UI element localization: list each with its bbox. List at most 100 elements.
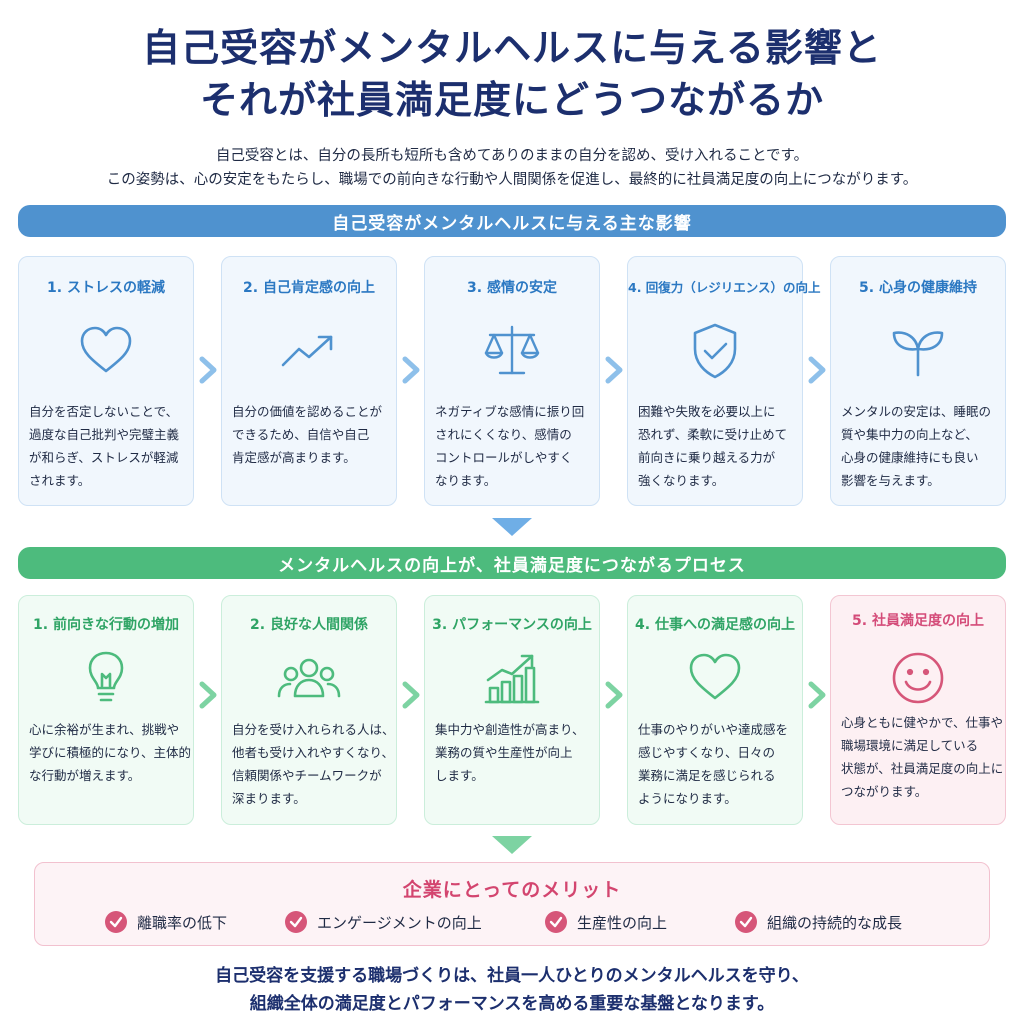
card-title: 3. 感情の安定 <box>467 280 557 296</box>
process-card-job-satisfaction: 4. 仕事への満足感の向上 仕事のやりがいや達成感を 感じやすくなり、日々の 業… <box>627 595 803 825</box>
card-description: 集中力や創造性が高まり、 業務の質や生産性が向上 します。 <box>435 718 591 787</box>
title-line-1: 自己受容がメンタルヘルスに与える影響と <box>142 26 882 70</box>
card-title: 1. 前向きな行動の増加 <box>33 617 179 633</box>
desc-line: 強くなります。 <box>638 473 725 488</box>
merit-item: エンゲージメントの向上 <box>285 909 482 935</box>
merits-heading: 企業にとってのメリット <box>402 879 622 901</box>
desc-line: 感じやすくなり、日々の <box>638 745 776 760</box>
desc-line: ようになります。 <box>638 791 737 806</box>
desc-line: 状態が、社員満足度の向上に <box>841 761 1004 776</box>
intro-line-2: この姿勢は、心の安定をもたらし、職場での前向きな行動や人間関係を促進し、最終的に… <box>106 172 918 188</box>
card-description: メンタルの安定は、睡眠の 質や集中力の向上など、 心身の健康維持にも良い 影響を… <box>841 400 997 492</box>
desc-line: 仕事のやりがいや達成感を <box>638 722 789 737</box>
card-title: 4. 回復力（レジリエンス）の向上 <box>628 280 821 295</box>
desc-line: コントロールがしやすく <box>435 450 573 465</box>
merit-label: 生産性の向上 <box>577 913 668 932</box>
scale-icon <box>484 325 540 375</box>
desc-line: 業務に満足を感じられる <box>638 768 776 783</box>
effect-card-stress: 1. ストレスの軽減 自分を否定しないことで、 過度な自己批判や完璧主義 が和ら… <box>18 256 194 506</box>
check-icon <box>545 911 567 933</box>
desc-line: 業務の質や生産性が向上 <box>435 745 573 760</box>
footer-line-1: 自己受容を支援する職場づくりは、社員一人ひとりのメンタルヘルスを守り、 <box>215 966 809 986</box>
down-arrow-icon <box>492 518 532 536</box>
desc-line: 学びに積極的になり、主体的 <box>29 745 192 760</box>
sprout-icon <box>892 331 944 377</box>
chevron-right-icon <box>605 681 623 709</box>
desc-line: 恐れず、柔軟に受け止めて <box>638 427 788 442</box>
desc-line: 集中力や創造性が高まり、 <box>435 722 585 737</box>
card-title: 2. 良好な人間関係 <box>250 617 368 633</box>
merits-box: 企業にとってのメリット 離職率の低下 エンゲージメントの向上 生産性の向上 組織… <box>34 862 990 946</box>
check-icon <box>105 911 127 933</box>
chevron-right-icon <box>808 356 826 384</box>
desc-line: 他者も受け入れやすくなり、 <box>232 745 395 760</box>
desc-line: 影響を与えます。 <box>841 473 940 488</box>
desc-line: 心身ともに健やかで、仕事や <box>841 715 1004 730</box>
heart-icon <box>80 326 132 373</box>
desc-line: 職場環境に満足している <box>841 738 979 753</box>
intro-line-1: 自己受容とは、自分の長所も短所も含めてありのままの自分を認め、受け入れることです… <box>215 148 809 164</box>
effect-card-health: 5. 心身の健康維持 メンタルの安定は、睡眠の 質や集中力の向上など、 心身の健… <box>830 256 1006 506</box>
chevron-right-icon <box>402 681 420 709</box>
card-description: 自分を否定しないことで、 過度な自己批判や完璧主義 が和らぎ、ストレスが軽減 さ… <box>29 400 185 492</box>
desc-line: 深まります。 <box>232 791 306 806</box>
card-description: 心身ともに健やかで、仕事や 職場環境に満足している 状態が、社員満足度の向上に … <box>841 711 1004 803</box>
title-line-2: それが社員満足度にどうつながるか <box>199 78 824 122</box>
desc-line: 心身の健康維持にも良い <box>841 450 979 465</box>
chevron-right-icon <box>808 681 826 709</box>
down-arrow-icon <box>492 836 532 854</box>
process-card-positive-action: 1. 前向きな行動の増加 心に余裕が生まれ、挑戦や 学びに積極的になり、主体的 … <box>18 595 194 825</box>
intro-text: 自己受容とは、自分の長所も短所も含めてありのままの自分を認め、受け入れることです… <box>0 144 1024 192</box>
effect-card-emotional-stability: 3. 感情の安定 ネガティブな感情に振り回 されにくくなり、感情の コントロール… <box>424 256 600 506</box>
process-card-relationships: 2. 良好な人間関係 自分を受け入れられる人は、 他者も受け入れやすくなり、 信… <box>221 595 397 825</box>
desc-line: 自分の価値を認めることが <box>232 404 383 419</box>
lightbulb-icon <box>88 651 124 702</box>
merit-item: 生産性の向上 <box>545 909 667 935</box>
smile-icon <box>892 652 944 704</box>
desc-line: ネガティブな感情に振り回 <box>435 404 585 419</box>
footer-line-2: 組織全体の満足度とパフォーマンスを高める重要な基盤となります。 <box>249 994 775 1014</box>
card-title: 4. 仕事への満足感の向上 <box>635 617 795 633</box>
card-title: 3. パフォーマンスの向上 <box>432 617 592 633</box>
heart-icon <box>689 653 741 700</box>
card-description: 仕事のやりがいや達成感を 感じやすくなり、日々の 業務に満足を感じられる ように… <box>638 718 794 810</box>
desc-line: 信頼関係やチームワークが <box>232 768 382 783</box>
effect-card-resilience: 4. 回復力（レジリエンス）の向上 困難や失敗を必要以上に 恐れず、柔軟に受け止… <box>627 256 821 506</box>
chevron-right-icon <box>199 681 217 709</box>
footer-text: 自己受容を支援する職場づくりは、社員一人ひとりのメンタルヘルスを守り、 組織全体… <box>0 962 1024 1018</box>
desc-line: が和らぎ、ストレスが軽減 <box>29 450 179 465</box>
check-icon <box>285 911 307 933</box>
desc-line: 自分を受け入れられる人は、 <box>232 722 395 737</box>
desc-line: な行動が増えます。 <box>29 768 141 783</box>
effect-card-self-esteem: 2. 自己肯定感の向上 自分の価値を認めることが できるため、自信や自己 肯定感… <box>221 256 397 506</box>
desc-line: 過度な自己批判や完璧主義 <box>29 427 180 442</box>
shield-check-icon <box>693 323 737 379</box>
people-icon <box>277 658 341 698</box>
desc-line: できるため、自信や自己 <box>232 427 370 442</box>
chevron-right-icon <box>199 356 217 384</box>
card-description: ネガティブな感情に振り回 されにくくなり、感情の コントロールがしやすく なりま… <box>435 400 591 492</box>
process-card-performance: 3. パフォーマンスの向上 集中力や創造性が高まり、 業務の質や生産性が向上 し… <box>424 595 600 825</box>
section1-heading: 自己受容がメンタルヘルスに与える主な影響 <box>18 205 1006 237</box>
trend-up-icon <box>281 335 333 367</box>
card-description: 困難や失敗を必要以上に 恐れず、柔軟に受け止めて 前向きに乗り越える力が 強くな… <box>638 400 794 492</box>
card-description: 自分の価値を認めることが できるため、自信や自己 肯定感が高まります。 <box>232 400 388 469</box>
card-description: 心に余裕が生まれ、挑戦や 学びに積極的になり、主体的 な行動が増えます。 <box>29 718 192 787</box>
desc-line: されます。 <box>29 473 91 488</box>
card-description: 自分を受け入れられる人は、 他者も受け入れやすくなり、 信頼関係やチームワークが… <box>232 718 395 810</box>
chevron-right-icon <box>402 356 420 384</box>
desc-line: されにくくなり、感情の <box>435 427 572 442</box>
desc-line: メンタルの安定は、睡眠の <box>841 404 992 419</box>
merit-item: 離職率の低下 <box>105 909 227 935</box>
section2-heading: メンタルヘルスの向上が、社員満足度につながるプロセス <box>18 547 1006 579</box>
desc-line: つながります。 <box>841 784 928 799</box>
desc-line: なります。 <box>435 473 497 488</box>
card-title: 1. ストレスの軽減 <box>47 280 165 296</box>
page-title: 自己受容がメンタルヘルスに与える影響と それが社員満足度にどうつながるか <box>0 22 1024 126</box>
desc-line: 質や集中力の向上など、 <box>841 427 978 442</box>
desc-line: 肯定感が高まります。 <box>232 450 356 465</box>
merit-label: 組織の持続的な成長 <box>767 913 903 932</box>
merit-label: エンゲージメントの向上 <box>317 913 482 932</box>
card-title: 5. 心身の健康維持 <box>859 280 977 296</box>
desc-line: 前向きに乗り越える力が <box>638 450 776 465</box>
